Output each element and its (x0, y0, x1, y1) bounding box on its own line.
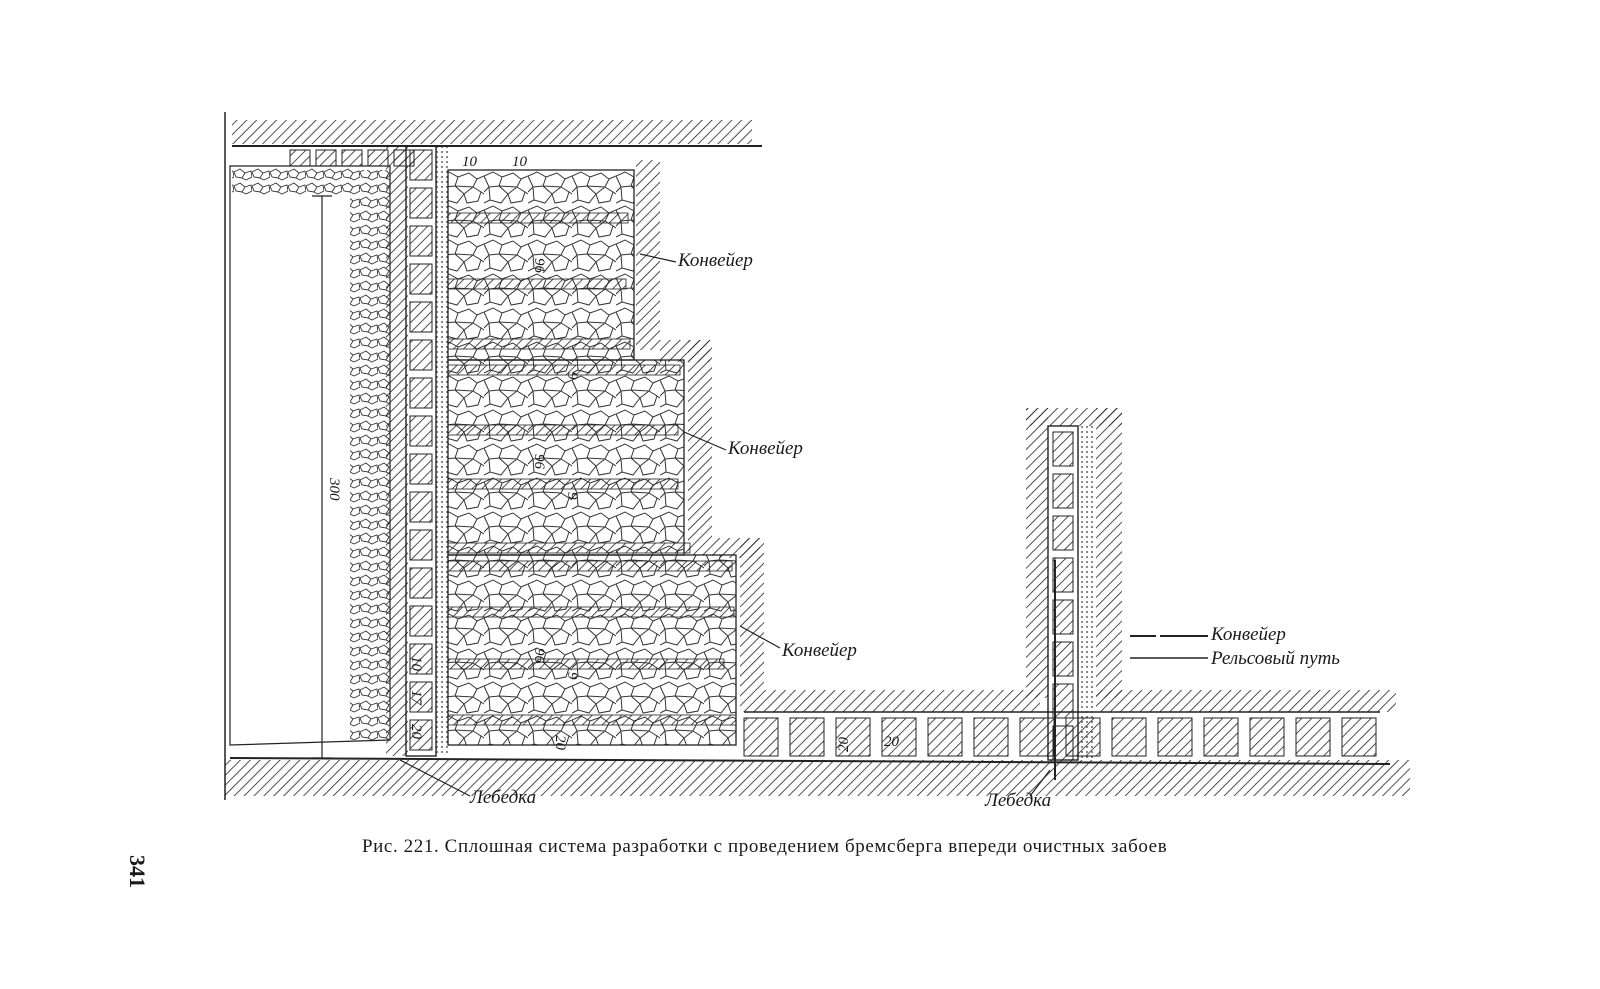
support-block (1052, 431, 1074, 467)
dim-bottom-20b: 20 (836, 737, 852, 753)
support-block (409, 377, 433, 409)
page-number: 341 (125, 855, 150, 888)
support-block (409, 643, 433, 675)
support-block (1052, 683, 1074, 719)
dim-top-10a: 10 (462, 154, 478, 170)
support-block (835, 717, 871, 757)
figure-caption: Рис. 221. Сплошная система разработки с … (362, 836, 1168, 857)
support-block (409, 301, 433, 333)
rock-hatching (225, 120, 1410, 796)
support-block (1052, 599, 1074, 635)
support-block (743, 717, 779, 757)
support-block (315, 149, 337, 167)
drift (447, 606, 735, 618)
drift (447, 212, 629, 224)
support-block (1052, 641, 1074, 677)
dim-bottom-20a: 20 (552, 735, 568, 751)
support-block (1052, 473, 1074, 509)
support-block (881, 717, 917, 757)
label-leaders (399, 253, 1208, 797)
drift (447, 560, 733, 572)
support-block (1052, 557, 1074, 593)
mined-out-goaf (224, 112, 391, 800)
dim-96a: 96 (531, 258, 547, 274)
dim-bottom-20c: 20 (884, 734, 900, 750)
support-block (409, 263, 433, 295)
dim-left-17: 17 (408, 690, 424, 707)
support-block (409, 149, 433, 181)
support-block (1203, 717, 1239, 757)
dim-9a: 9 (564, 372, 580, 380)
support-block (409, 415, 433, 447)
drift (447, 364, 681, 376)
panel-rubble (447, 169, 737, 746)
legend-conveyor: Конвейер (1210, 624, 1286, 645)
dim-left-20: 20 (408, 724, 424, 740)
support-block (409, 719, 433, 751)
label-winch-left: Лебедка (469, 787, 536, 808)
support-block (409, 529, 433, 561)
support-block (341, 149, 363, 167)
bremsberg-column (386, 145, 448, 757)
label-winch-right: Лебедка (984, 790, 1051, 811)
support-block (927, 717, 963, 757)
legend-rail-track: Рельсовый путь (1210, 648, 1340, 669)
support-block (289, 149, 311, 167)
support-block (1249, 717, 1285, 757)
drift (447, 658, 725, 670)
support-block (409, 681, 433, 713)
support-block (409, 187, 433, 219)
support-block (1052, 515, 1074, 551)
haulage-drifts (447, 212, 737, 726)
support-block (409, 567, 433, 599)
dim-96c: 96 (531, 648, 547, 664)
right-bremsberg (1047, 425, 1096, 780)
drift (447, 478, 679, 490)
support-block (409, 339, 433, 371)
drift (447, 278, 627, 290)
support-block (973, 717, 1009, 757)
support-block (1111, 717, 1147, 757)
support-block (1295, 717, 1331, 757)
support-block (367, 149, 389, 167)
dim-top-10b: 10 (512, 154, 528, 170)
figure-labels: Конвейер Конвейер Конвейер Лебедка Лебед… (469, 250, 1340, 811)
bottom-drift-blocks (289, 149, 1377, 761)
dim-9b: 9 (564, 492, 580, 500)
support-block (409, 491, 433, 523)
dim-300: 300 (326, 477, 342, 501)
label-conveyor-3: Конвейер (781, 640, 857, 661)
label-conveyor-2: Конвейер (727, 438, 803, 459)
drift (447, 714, 737, 726)
support-block (409, 453, 433, 485)
support-block (409, 605, 433, 637)
dimension-labels: 300 10 10 96 96 96 9 9 9 10 17 20 20 20 … (326, 154, 900, 752)
support-block (409, 225, 433, 257)
support-block (1341, 717, 1377, 757)
drift (447, 542, 691, 554)
support-block (1157, 717, 1193, 757)
drift (447, 424, 679, 436)
support-block (1019, 717, 1055, 757)
dim-9c: 9 (564, 672, 580, 680)
dimension-line-300 (312, 195, 332, 759)
label-conveyor-1: Конвейер (677, 250, 753, 271)
dim-left-10: 10 (408, 656, 424, 672)
support-block (789, 717, 825, 757)
drift (447, 338, 631, 350)
dim-96b: 96 (531, 454, 547, 470)
track-lines (229, 145, 1391, 765)
